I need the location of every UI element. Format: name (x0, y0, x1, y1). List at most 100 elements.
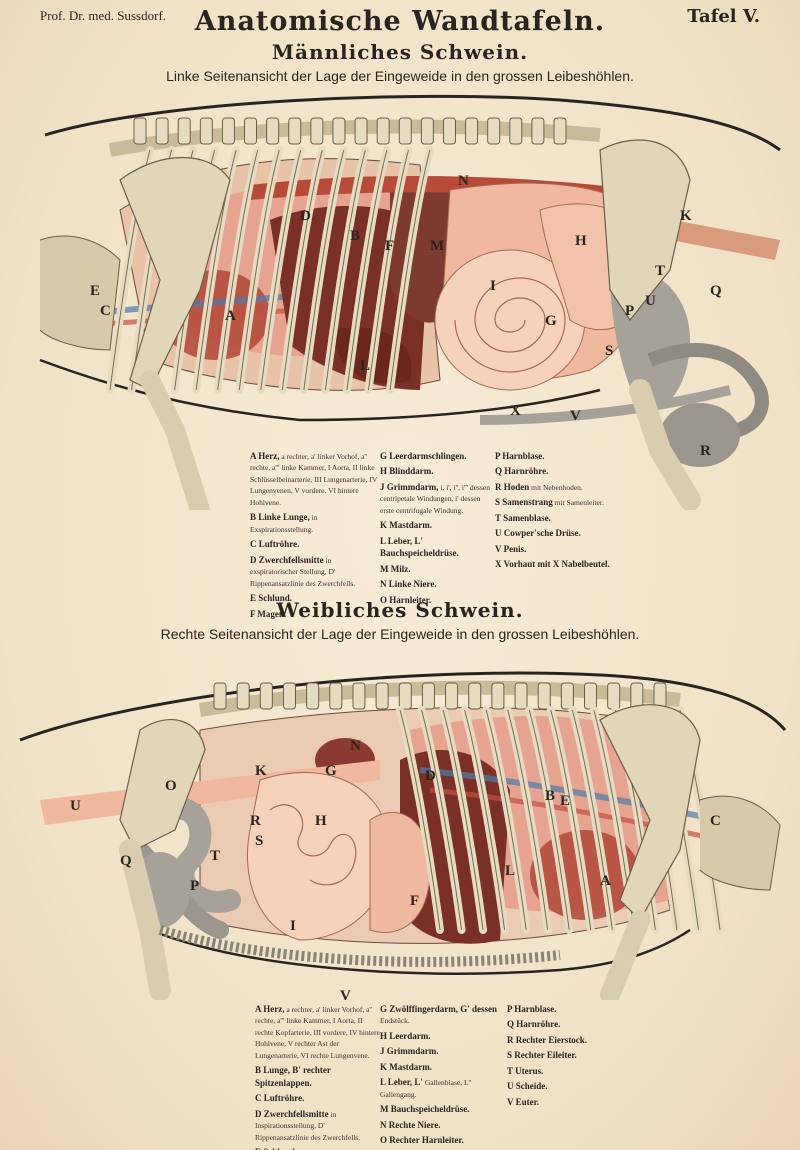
rib (528, 709, 570, 931)
vertebra (266, 117, 280, 145)
legend-key: J (380, 1046, 385, 1057)
vertebra (509, 117, 523, 145)
male-legend: A Herz, a rechter, a' linker Vorhof, a''… (250, 450, 650, 619)
female-caption: Rechte Seitenansicht der Lage der Eingew… (160, 626, 640, 642)
legend-item: P Harnblase. (507, 1003, 617, 1015)
organ-label-u: U (70, 798, 81, 814)
organ-label-x: X (510, 403, 521, 419)
legend-name: Herz, (256, 451, 280, 461)
legend-item: G Leerdarmschlingen. (380, 450, 495, 462)
legend-name: Schlund. (256, 593, 293, 604)
vertebra (221, 117, 235, 145)
legend-item: O Harnleiter. (380, 594, 495, 606)
legend-name: Linke Lunge, (256, 512, 310, 523)
legend-item: A Herz, a rechter, a' linker Vorhof, a''… (250, 450, 380, 508)
legend-name: Mastdarm. (387, 1061, 433, 1072)
legend-detail: i, i', i'', i''' dessen centripetale Win… (380, 482, 490, 515)
legend-item: B Lunge, B' rechter Spitzenlappen. (255, 1064, 380, 1089)
vertebra (213, 682, 227, 710)
legend-item: M Milz. (380, 563, 495, 575)
vertebra (465, 117, 479, 145)
legend-name: Scheide. (513, 1081, 548, 1092)
legend-name: Luftröhre. (256, 539, 300, 550)
legend-item: P Harnblase. (495, 450, 615, 462)
rib (442, 709, 484, 931)
vertebra (487, 117, 501, 145)
organ-label-o: O (165, 778, 177, 794)
rib (238, 149, 280, 391)
vertebra (560, 682, 574, 710)
rib (303, 149, 345, 391)
organ-label-t: T (210, 848, 220, 864)
vertebra (537, 682, 551, 710)
organ-label-a: A (600, 873, 611, 889)
organ-label-f: F (385, 238, 394, 254)
organ-label-s: S (605, 343, 613, 359)
rib (389, 149, 431, 391)
female-legend-col-2: G Zwölffingerdarm, G' dessen Endstück.H … (380, 1003, 505, 1150)
legend-name: Vorhaut mit X Nabelbeutel. (501, 559, 610, 570)
legend-name: Penis. (501, 543, 527, 554)
legend-key: K (380, 1061, 388, 1072)
legend-key: D (250, 554, 257, 565)
legend-item: M Bauchspeicheldrüse. (380, 1103, 505, 1115)
legend-key: P (507, 1004, 513, 1014)
organ-label-k: K (255, 763, 267, 779)
legend-key: O (380, 594, 388, 605)
legend-key: M (380, 1104, 389, 1115)
organ-label-l: L (505, 863, 515, 879)
legend-key: R (507, 1034, 514, 1045)
plate-number: Tafel V. (687, 6, 760, 27)
vertebra (310, 117, 324, 145)
vertebra (236, 682, 250, 710)
legend-key: A (255, 1004, 262, 1014)
legend-key: T (495, 512, 501, 523)
legend-name: Uterus. (512, 1065, 544, 1076)
legend-item: Q Harnröhre. (495, 465, 615, 477)
legend-item: T Samenblase. (495, 512, 615, 524)
legend-key: J (380, 481, 385, 492)
legend-key: C (250, 539, 257, 550)
legend-name: Rechter Eierstock. (513, 1034, 588, 1045)
vertebra (514, 682, 528, 710)
legend-name: Mastdarm. (387, 520, 433, 531)
vertebra (584, 682, 598, 710)
legend-name: Samenblase. (500, 512, 551, 523)
organ-label-h: H (575, 233, 587, 249)
legend-key: L (380, 535, 386, 546)
organ-label-s: S (255, 833, 263, 849)
vertebra (332, 117, 346, 145)
rib (421, 709, 463, 931)
legend-key: U (495, 528, 502, 539)
organ-label-v: V (340, 988, 351, 1000)
organ-label-e: E (560, 793, 570, 809)
legend-name: Schlund. (261, 1147, 297, 1150)
legend-key: F (250, 608, 256, 619)
legend-name: Cowper'sche Drüse. (501, 528, 581, 539)
legend-item: R Hoden mit Nebenhoden. (495, 481, 615, 493)
legend-key: N (380, 579, 387, 590)
organ-label-v: V (570, 408, 581, 424)
organ-label-g: G (545, 313, 557, 329)
vertebra (398, 682, 412, 710)
organ-label-p: P (625, 303, 634, 319)
organ-label-n: N (350, 738, 361, 754)
legend-key: E (250, 593, 257, 604)
vertebra (244, 117, 258, 145)
author-line: Prof. Dr. med. Sussdorf. (40, 8, 167, 23)
legend-detail: Endstück. (380, 1016, 410, 1026)
legend-item: O Rechter Harnleiter. (380, 1134, 505, 1146)
legend-key: N (380, 1119, 387, 1130)
legend-detail: in exspiratorischer Stellung, D' Rippena… (250, 555, 356, 588)
legend-item: E Schlund. (250, 592, 380, 604)
legend-name: Zwerchfellsmitte (261, 1108, 329, 1119)
legend-item: X Vorhaut mit X Nabelbeutel. (495, 558, 615, 570)
legend-item: N Rechte Niere. (380, 1119, 505, 1131)
legend-name: Harnröhre. (502, 466, 549, 477)
organ-label-q: Q (120, 853, 132, 869)
legend-key: A (250, 451, 257, 461)
rib (464, 709, 506, 931)
legend-name: Rechter Harnleiter. (387, 1135, 464, 1146)
rib (281, 149, 323, 391)
